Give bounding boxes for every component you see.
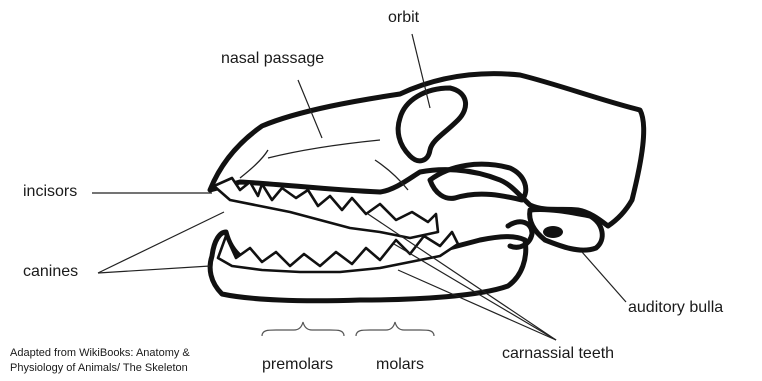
premolars-brace xyxy=(262,322,344,336)
orbit-shape xyxy=(398,88,465,161)
bulla-leader xyxy=(582,252,626,302)
canines-leader-2 xyxy=(98,266,210,273)
nasal-passage-label: nasal passage xyxy=(221,51,324,67)
incisors-label: incisors xyxy=(23,184,77,200)
credit-line-2: Physiology of Animals/ The Skeleton xyxy=(10,361,190,376)
carnassial-leader-1 xyxy=(368,214,556,340)
canines-leader-1 xyxy=(98,212,224,273)
zygomatic-arch xyxy=(430,164,526,200)
molars-label: molars xyxy=(376,357,424,373)
carnassial-teeth-label: carnassial teeth xyxy=(502,346,614,362)
occipital-region xyxy=(530,209,603,250)
auditory-bulla-label: auditory bulla xyxy=(628,300,723,316)
canines-label: canines xyxy=(23,264,78,280)
premolars-label: premolars xyxy=(262,357,333,373)
carnassial-leader-2 xyxy=(394,244,556,340)
lower-teeth xyxy=(218,232,458,272)
orbit-label: orbit xyxy=(388,10,419,26)
credit-line-1: Adapted from WikiBooks: Anatomy & xyxy=(10,346,190,361)
molars-brace xyxy=(356,322,434,336)
source-credit: Adapted from WikiBooks: Anatomy & Physio… xyxy=(10,346,190,376)
auditory-bulla-shape xyxy=(543,226,563,238)
